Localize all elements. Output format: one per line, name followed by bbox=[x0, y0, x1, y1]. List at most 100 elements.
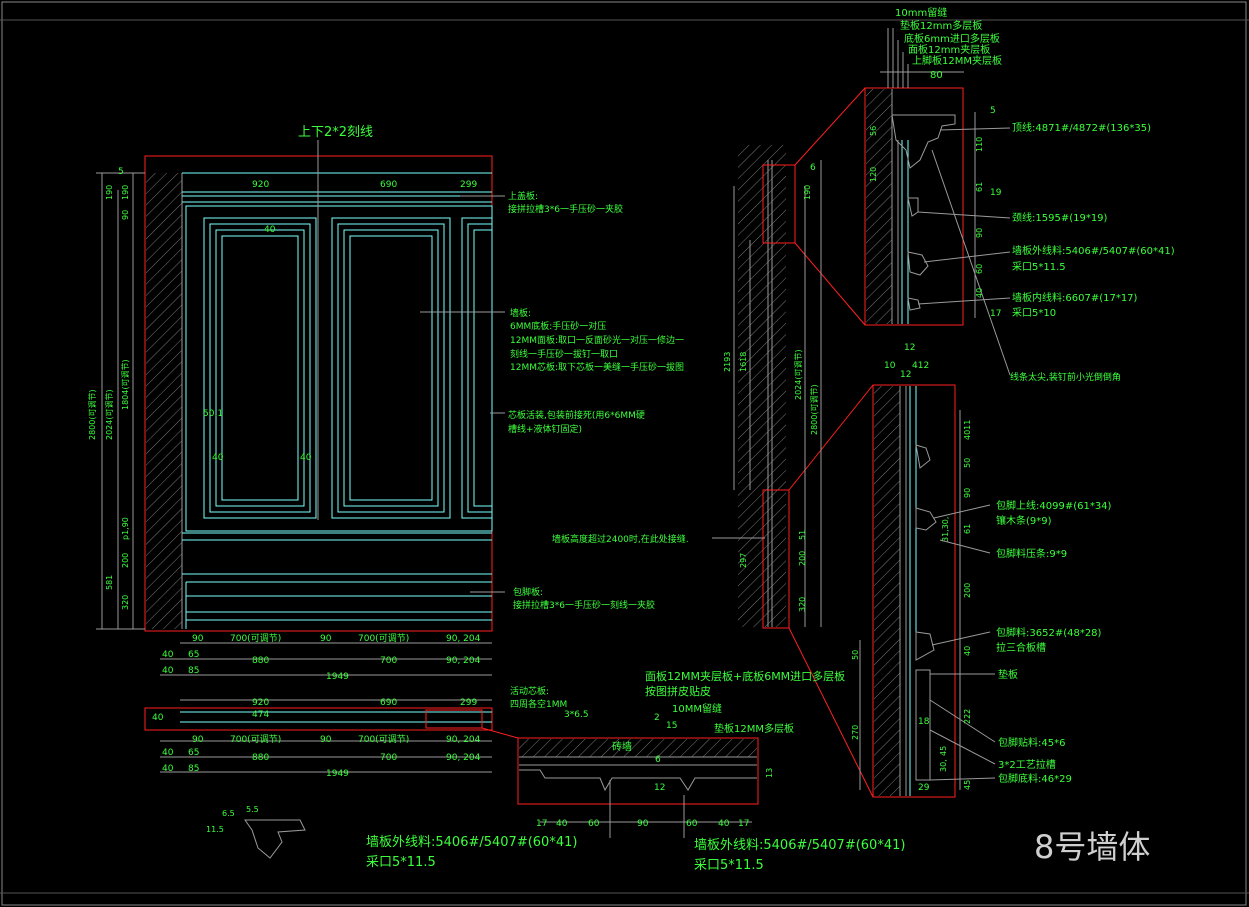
panel-3-outer bbox=[461, 217, 493, 519]
base-board bbox=[915, 669, 931, 781]
dp-note-2: 按图拼皮贴皮 bbox=[645, 684, 711, 698]
dp-b-60b: 60 bbox=[686, 819, 698, 829]
db-d50: 50 bbox=[963, 458, 972, 468]
plan-view bbox=[144, 699, 519, 773]
sp-d2: 5.5 bbox=[246, 805, 259, 814]
sec-note-5: 上脚板12MM夹层板 bbox=[912, 54, 1002, 67]
row3-85: 85 bbox=[188, 666, 199, 676]
dim-2800: 2800(可调节) bbox=[88, 389, 97, 440]
db-note-2: 包脚料压条:9*9 bbox=[996, 547, 1067, 560]
db-d50b: 50 bbox=[851, 650, 860, 660]
sec-d320: 320 bbox=[798, 597, 807, 612]
dp-b-90: 90 bbox=[637, 819, 649, 829]
dt-note-4: 墙板内线料:6607#(17*17) bbox=[1012, 291, 1138, 304]
dim-40a: 40 bbox=[212, 453, 224, 463]
callout-link-bottom-2 bbox=[788, 627, 874, 798]
detail-bottom-frame bbox=[872, 384, 956, 798]
dp-d36: 3*6.5 bbox=[564, 710, 589, 720]
db-d412: 412 bbox=[912, 361, 929, 371]
db-d4011: 4011 bbox=[963, 420, 972, 440]
rail-profile-b bbox=[915, 444, 931, 469]
dp-b-40b: 40 bbox=[718, 819, 730, 829]
plan-dim-474: 474 bbox=[252, 710, 269, 720]
panel-1-core bbox=[221, 235, 299, 501]
sec-d190: 190 bbox=[803, 185, 812, 200]
db-d45a: 45 bbox=[939, 746, 948, 756]
panel-3-mid bbox=[467, 223, 493, 513]
sec-d200: 200 bbox=[798, 551, 807, 566]
dim-2024: 2024(可调节) bbox=[105, 389, 114, 440]
db-d18: 18 bbox=[918, 717, 930, 727]
dt-d19: 19 bbox=[990, 188, 1002, 198]
sec-d51: 51 bbox=[798, 530, 807, 540]
plan-row3-85: 85 bbox=[188, 764, 199, 774]
core-line-2: 槽线+液体钉固定) bbox=[508, 423, 582, 435]
detail-top-hatch bbox=[866, 89, 892, 324]
leader-b3 bbox=[931, 631, 991, 646]
row2-880: 880 bbox=[252, 656, 269, 666]
plan-row1-90a: 90 bbox=[192, 735, 204, 745]
dim-top-920: 920 bbox=[252, 180, 269, 190]
db-note-1b: 镶木条(9*9) bbox=[996, 514, 1052, 527]
sp-d1: 6.5 bbox=[222, 809, 235, 818]
dt-d61: 61 bbox=[975, 182, 984, 192]
detail-plan-view bbox=[517, 737, 759, 838]
leader-n5 bbox=[931, 149, 1011, 376]
dim-90: 90 bbox=[121, 210, 130, 220]
leader-b1 bbox=[933, 504, 991, 519]
top-note: 上下2*2刻线 bbox=[298, 125, 373, 140]
plan-row3-1949: 1949 bbox=[326, 769, 349, 779]
crown-profile bbox=[891, 114, 956, 169]
db-note-7: 包脚底料:46*29 bbox=[998, 772, 1072, 785]
sp-d3: 11.5 bbox=[206, 825, 224, 834]
dim-top-690: 690 bbox=[380, 180, 397, 190]
row2-700: 700 bbox=[380, 656, 397, 666]
dim-190a: 190 bbox=[105, 185, 114, 200]
callout-link-top-1 bbox=[794, 87, 866, 166]
elevation-wall-hatch bbox=[146, 173, 182, 629]
dim-320: 320 bbox=[121, 595, 130, 610]
detail-plan-hatch bbox=[519, 739, 757, 757]
dp-note-3: 10MM留缝 bbox=[672, 702, 722, 715]
db-d29: 29 bbox=[918, 783, 930, 793]
callout-link-top-2 bbox=[794, 242, 866, 326]
db-d200: 200 bbox=[963, 583, 972, 598]
callout-link-bottom-1 bbox=[788, 384, 874, 491]
dt-note-2: 颈线:1595#(19*19) bbox=[1012, 211, 1108, 224]
db-note-3b: 拉三合板槽 bbox=[996, 641, 1046, 654]
dim-1804: 1804(可调节) bbox=[121, 359, 130, 410]
inner-profile bbox=[907, 297, 921, 311]
cap-label: 上盖板: bbox=[508, 190, 538, 202]
plan-row2-90: 90, 204 bbox=[446, 753, 481, 763]
panel-outer-frame bbox=[185, 205, 493, 532]
dt-note-3: 墙板外线料:5406#/5407#(60*41) bbox=[1012, 244, 1175, 257]
leader-b7 bbox=[929, 777, 996, 781]
panel-1-outer bbox=[203, 217, 317, 519]
db-note-4: 垫板 bbox=[998, 668, 1018, 681]
wall-line-1: 6MM底板:手压砂一对压 bbox=[510, 320, 606, 332]
plan-note-core-2: 四周各空1MM bbox=[510, 698, 567, 710]
row1-90c: 90, 204 bbox=[446, 634, 481, 644]
dp-b-40a: 40 bbox=[556, 819, 568, 829]
db-note-1: 包脚上线:4099#(61*34) bbox=[996, 499, 1112, 512]
leader-n4 bbox=[917, 297, 1011, 305]
wall-line-3: 刻线一手压砂一拔钉一取口 bbox=[510, 348, 618, 360]
dp-note-1: 面板12MM夹层板+底板6MM进口多层板 bbox=[645, 669, 845, 683]
panel-1-inner bbox=[215, 229, 305, 507]
row3-40: 40 bbox=[162, 666, 174, 676]
wall-line-2: 12MM面板:取口一反面砂光一对压一修边一 bbox=[510, 334, 684, 346]
leader-b2 bbox=[939, 539, 991, 554]
db-d270: 270 bbox=[851, 725, 860, 740]
dt-d120: 120 bbox=[869, 167, 878, 182]
row3-1949: 1949 bbox=[326, 672, 349, 682]
db-d30: 30, bbox=[939, 759, 948, 772]
row1-90a: 90 bbox=[192, 634, 204, 644]
row2-90: 90, 204 bbox=[446, 656, 481, 666]
db-d45: 45 bbox=[963, 780, 972, 790]
dim-581: 581 bbox=[105, 575, 114, 590]
dp-d2: 2 bbox=[654, 713, 660, 723]
plan-callout-box bbox=[425, 709, 483, 729]
dp-d6: 6 bbox=[655, 755, 661, 765]
